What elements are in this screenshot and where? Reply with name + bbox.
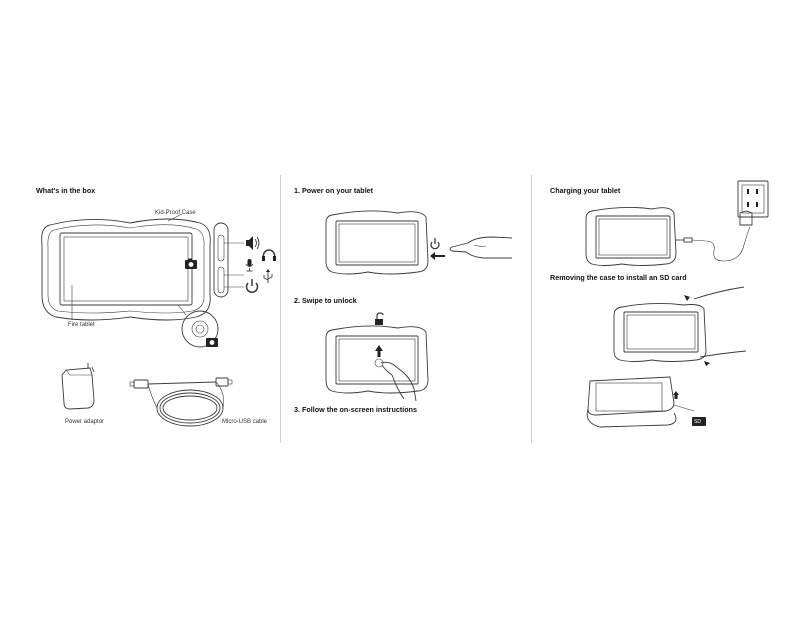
- tablet-step2: [325, 325, 429, 394]
- usb-icon: [263, 269, 273, 283]
- heading-step3-instructions: 3. Follow the on-screen instructions: [294, 405, 418, 414]
- box-contents-illustration: [41, 213, 276, 427]
- tablet-sd-slot: [586, 376, 695, 428]
- sd-card-label: SD: [694, 419, 701, 425]
- divider-right: [531, 175, 532, 443]
- kid-proof-case: [41, 218, 211, 321]
- panel-whats-in-the-box: What's in the box: [30, 175, 280, 443]
- hand-swiping: [380, 361, 417, 402]
- arrow-left-icon: [430, 252, 445, 260]
- heading-whats-in-the-box: What's in the box: [36, 186, 96, 195]
- arrow-up-icon: [673, 391, 679, 399]
- divider-left: [280, 175, 281, 443]
- camera-icon: [185, 258, 197, 269]
- steps-illustration: [325, 210, 513, 402]
- label-kid-proof-case: Kid-Proof Case: [155, 210, 196, 216]
- panel-setup-steps: 1. Power on your tablet 2. Swipe to unlo…: [288, 175, 526, 443]
- unlock-icon: [375, 312, 384, 325]
- charging-illustration: [585, 180, 769, 428]
- hand-pointing: [449, 236, 513, 259]
- case-side-edge: [213, 222, 244, 298]
- heading-charging: Charging your tablet: [550, 186, 621, 195]
- power-icon: [245, 279, 259, 294]
- heading-sd-card: Removing the case to install an SD card: [550, 273, 687, 282]
- wall-outlet: [737, 180, 769, 226]
- microphone-icon: [245, 259, 254, 272]
- heading-step2-swipe: 2. Swipe to unlock: [294, 296, 357, 305]
- heading-step1-power-on: 1. Power on your tablet: [294, 186, 374, 195]
- tablet-charging: [585, 206, 677, 266]
- panel-charging-sd: Charging your tablet Removing the case t…: [544, 175, 774, 443]
- label-power-adaptor: Power adaptor: [65, 419, 105, 425]
- power-icon: [430, 238, 440, 250]
- volume-icon: [246, 236, 260, 250]
- micro-usb-cable: [129, 377, 233, 427]
- label-fire-tablet: Fire tablet: [68, 322, 95, 328]
- sd-card: [692, 417, 706, 426]
- fire-tablet: [59, 232, 193, 306]
- arrow-up-icon: [375, 345, 383, 357]
- headphone-icon: [262, 249, 276, 261]
- tablet-step1: [325, 210, 429, 275]
- power-adaptor: [61, 363, 95, 410]
- tablet-case-removal: [613, 286, 747, 366]
- usb-plug: [676, 226, 751, 262]
- headphone-port-detail: [177, 304, 219, 348]
- label-micro-usb-cable: Micro-USB cable: [222, 419, 268, 425]
